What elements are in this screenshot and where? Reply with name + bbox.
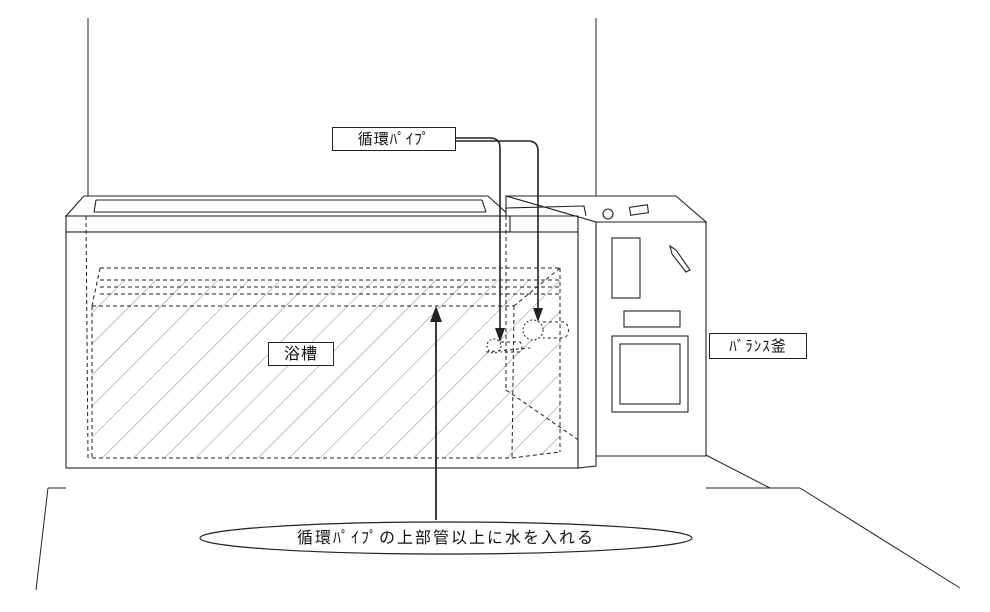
water-level-arrow	[430, 306, 442, 520]
balance-boiler-label: ﾊﾞﾗﾝｽ釜	[709, 333, 807, 359]
instruction-ellipse	[199, 521, 693, 555]
bathtub-label: 浴槽	[268, 342, 334, 366]
pipe-arrowheads	[495, 308, 543, 342]
instruction-text: 循環ﾊﾟｲﾌﾟの上部管以上に水を入れる	[296, 528, 595, 547]
pipe-leader-lines	[456, 137, 539, 336]
inner-tub-outline	[85, 215, 591, 459]
balance-boiler	[505, 195, 708, 469]
water-fill	[92, 280, 560, 458]
room-walls	[35, 18, 961, 591]
pipe-fittings	[485, 319, 569, 354]
circulation-pipe-label: 循環ﾊﾟｲﾌﾟ	[332, 127, 456, 151]
